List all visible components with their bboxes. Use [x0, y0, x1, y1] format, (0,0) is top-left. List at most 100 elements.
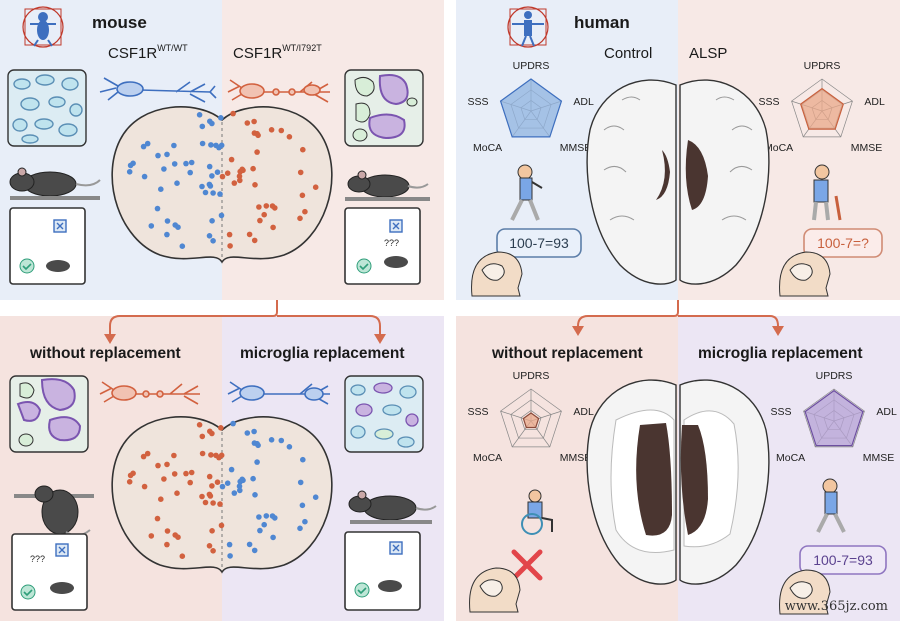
- cross-icon: [511, 549, 543, 581]
- microglia-dot: [230, 420, 236, 427]
- microglia-dot: [209, 173, 215, 179]
- microglia-dot: [263, 513, 270, 519]
- microglia-dot: [231, 180, 238, 186]
- human-branch-arrow: [577, 300, 779, 330]
- radar-label-bottom-right: MMSE: [560, 142, 592, 154]
- microglia-dot: [164, 231, 170, 238]
- microglia-dot: [140, 453, 147, 460]
- microglia-dot: [251, 237, 258, 244]
- microglia-dot: [251, 547, 258, 554]
- microglia-dot: [257, 527, 263, 534]
- microglia-dot: [172, 222, 178, 228]
- microglia-dot: [219, 483, 226, 490]
- neuron-icon: [99, 381, 200, 405]
- radar-label-bottom-left: MoCA: [473, 452, 502, 464]
- microglia-dot: [127, 472, 134, 479]
- microglia-dot: [302, 208, 308, 215]
- microglia-dot: [206, 181, 213, 188]
- microglia-dot: [252, 182, 258, 188]
- neuron-icon: [99, 77, 217, 103]
- microglia-dot: [202, 189, 209, 196]
- wheelchair-icon: [521, 489, 553, 535]
- microglia-dot: [218, 425, 224, 431]
- microglia-dot: [297, 215, 303, 222]
- maze-test-icon: ???: [11, 533, 88, 611]
- microglia-dot: [237, 177, 243, 184]
- maze-test-icon: [344, 531, 421, 611]
- microglia-dot: [246, 541, 253, 548]
- microglia-dot: [218, 522, 225, 529]
- microglia-dot: [299, 502, 306, 509]
- question-marks: ???: [384, 238, 399, 248]
- microglia-dot: [278, 127, 285, 134]
- radar-label-left: SSS: [771, 406, 792, 418]
- neuron-icon: [227, 79, 330, 103]
- microglia-dot: [187, 479, 193, 486]
- mouse-without-title: without replacement: [29, 345, 181, 362]
- mut-genotype-label: CSF1RWT/I792T: [233, 43, 322, 62]
- microglia-dot: [140, 143, 147, 150]
- microglia-dot: [216, 454, 222, 461]
- microglia-dot: [312, 184, 319, 190]
- maze-test-icon: [9, 207, 86, 285]
- microglia-dot: [164, 218, 171, 224]
- head-icon: [779, 251, 831, 297]
- microglia-dot: [199, 493, 205, 500]
- microglia-dot: [171, 471, 178, 477]
- microglia-dot: [210, 190, 216, 196]
- mouse-arrow-left-head: [104, 334, 116, 344]
- mouse-brain-top: [111, 106, 333, 264]
- microglia-dot: [141, 483, 148, 490]
- microglia-dot: [226, 231, 233, 238]
- microglia-dot: [183, 160, 189, 167]
- microglia-dot: [255, 132, 261, 139]
- microglia-dot: [224, 170, 231, 176]
- microglia-dot: [158, 186, 164, 192]
- radar-label-left: SSS: [468, 96, 489, 108]
- microglia-dot: [261, 211, 268, 218]
- microglia-dot: [246, 231, 253, 238]
- radar-label-top: UPDRS: [816, 370, 853, 382]
- mouse-with-title: microglia replacement: [240, 345, 405, 362]
- microglia-dot: [206, 543, 213, 549]
- human-with-title: microglia replacement: [698, 345, 863, 362]
- watermark: www.365jz.com: [785, 599, 888, 614]
- microglia-dot: [210, 500, 216, 506]
- microglia-dot: [254, 459, 260, 465]
- microglia-dot: [183, 470, 189, 477]
- microglia-dot: [164, 461, 170, 468]
- equation-box-replaced: 100-7=93: [799, 545, 887, 575]
- microglia-dot: [237, 487, 243, 494]
- head-icon: [471, 251, 523, 297]
- microglia-activated-box: [344, 69, 424, 147]
- radar-label-left: SSS: [468, 406, 489, 418]
- microglia-dot: [214, 169, 221, 175]
- equation-box-alsp: 100-7=?: [803, 228, 883, 258]
- microglia-dot: [154, 205, 161, 212]
- microglia-dot: [209, 218, 215, 224]
- microglia-dot: [126, 169, 133, 175]
- microglia-dot: [202, 499, 209, 506]
- microglia-healthy-box: [7, 69, 87, 147]
- maze-test-icon: ???: [344, 207, 421, 285]
- radar-label-right: ADL: [573, 406, 594, 418]
- microglia-dot: [206, 233, 213, 239]
- microglia-dot: [257, 217, 263, 224]
- microglia-dot: [236, 173, 243, 179]
- microglia-dot: [239, 166, 245, 173]
- microglia-dot: [227, 243, 233, 249]
- microglia-dot: [218, 212, 225, 219]
- microglia-dot: [210, 548, 216, 554]
- microglia-dot: [209, 483, 215, 489]
- microglia-dot: [256, 204, 262, 210]
- microglia-dot: [299, 192, 306, 199]
- microglia-dot: [300, 146, 306, 153]
- mouse-icon: [345, 170, 430, 201]
- radar-label-right: ADL: [864, 96, 885, 108]
- microglia-dot: [199, 123, 206, 130]
- microglia-dot: [171, 161, 178, 167]
- head-icon: [779, 569, 831, 615]
- microglia-dot: [228, 156, 235, 163]
- microglia-dot: [261, 521, 268, 528]
